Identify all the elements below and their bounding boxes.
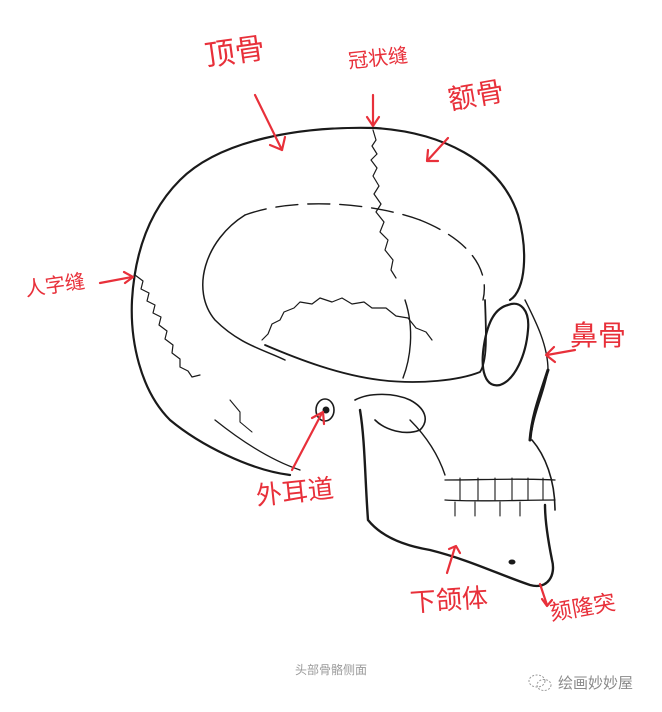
label-mandible-body: 下颌体 [409, 583, 489, 619]
label-nasal-bone: 鼻骨 [570, 319, 627, 352]
label-external-ear-canal: 外耳道 [254, 474, 336, 512]
wechat-icon [528, 674, 552, 691]
watermark-text: 绘画妙妙屋 [558, 674, 634, 692]
figure-caption: 头部骨骼侧面 [294, 663, 367, 677]
watermark: 绘画妙妙屋 [528, 672, 633, 693]
skull-drawing [98, 93, 577, 608]
skull-diagram: 顶骨 冠状缝 额骨 人字缝 鼻骨 外耳道 下颌体 颏隆突 [24, 30, 627, 627]
label-parietal-bone: 顶骨 [202, 30, 268, 75]
label-coronal-suture: 冠状缝 [346, 42, 410, 74]
